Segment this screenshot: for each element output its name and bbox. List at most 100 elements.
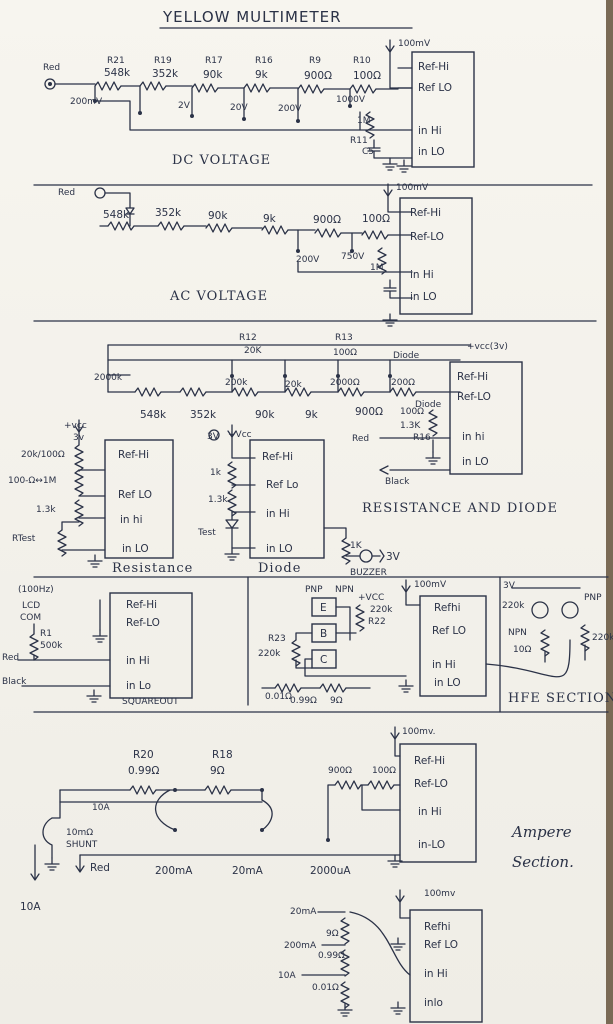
hfe-side-3v: 3V: [503, 581, 516, 591]
resistance-low-r: 1.3k: [36, 505, 56, 515]
dc-r21-name: R21: [107, 56, 125, 66]
dc-voltage-label: DC VOLTAGE: [172, 153, 271, 168]
square-adc-box: [109, 592, 193, 699]
dc-r16-name: R16: [255, 56, 273, 66]
res-ladder-352k: 352k: [190, 409, 217, 421]
hfe-r22-value: 220k: [370, 605, 393, 615]
dc-pin-ref-lo: Ref LO: [418, 82, 452, 94]
switch-r1: 9Ω: [326, 929, 339, 939]
square-freq: (100Hz): [18, 585, 54, 595]
hfe-side-pnp: PNP: [584, 593, 602, 603]
hfe-pin-ref-hi: Refhi: [434, 602, 461, 614]
diode-tap-top: Diode: [393, 351, 420, 361]
resistance-label: Resistance: [112, 561, 193, 576]
ac-r-100: 100Ω: [362, 213, 390, 225]
squareout-label: SQUAREOUT: [122, 697, 179, 707]
square-lcd: LCD: [22, 601, 40, 611]
hfe-shunt1: 0.01Ω: [265, 692, 292, 702]
hfe-b: B: [320, 628, 327, 640]
square-black: Black: [2, 677, 27, 687]
dc-r19-value: 352k: [152, 68, 179, 80]
res-adc-box: [449, 361, 523, 475]
hfe-section: PNP NPN +VCC E B C 220k R22 R23 220k 0.0…: [258, 576, 613, 713]
switch-vref: 100mv: [424, 889, 456, 899]
switch-pin-in-lo: inlo: [424, 997, 443, 1009]
diode-label: Diode: [258, 561, 301, 576]
diode-pin-in-hi: in Hi: [266, 508, 290, 520]
hfe-vcc: +VCC: [358, 593, 384, 603]
diode-3v: 3V: [207, 432, 220, 442]
resistance-pin-ref-hi: Ref-Hi: [118, 449, 149, 461]
resistance-mid-r: 100-Ω↔1M: [8, 476, 56, 486]
switch-200ma: 200mA: [284, 941, 317, 951]
r12-value: 20K: [244, 346, 262, 356]
res-ladder-100: 100Ω: [400, 407, 424, 417]
buzzer-symbol: [359, 549, 373, 563]
dc-filter-r: 1M: [357, 116, 371, 126]
dc-range-200mv: 200mV: [70, 97, 103, 107]
dc-r10-value: 100Ω: [353, 70, 381, 82]
dc-pin-in-hi: in Hi: [418, 125, 442, 137]
dc-r16-value: 9k: [255, 69, 269, 81]
res-ladder-9k: 9k: [305, 409, 319, 421]
amp-r20-value: 0.99Ω: [128, 765, 159, 777]
ac-red-label: Red: [58, 188, 75, 198]
buzzer-3v: 3V: [386, 551, 401, 563]
hfe-r23-value: 220k: [258, 649, 281, 659]
resistance-block: +vcc 3v 20k/100Ω 100-Ω↔1M 1.3k RTest Ref…: [8, 419, 193, 576]
res-red-label: Red: [352, 434, 369, 444]
switch-20ma: 20mA: [290, 907, 317, 917]
hfe-side-npn-transistor: [531, 601, 549, 619]
resistance-diode-section: R12 20K R13 100Ω Diode +vcc(3v) 2000k 20…: [94, 333, 557, 516]
amp-r18-name: R18: [212, 749, 233, 761]
res-pin-ref-lo: Ref-LO: [457, 391, 491, 403]
hfe-c: C: [320, 654, 327, 666]
amp-range-20ma: 20mA: [232, 865, 264, 877]
dc-pin-in-lo: in LO: [418, 146, 445, 158]
amp-shunt: SHUNT: [66, 840, 98, 850]
hfe-r23: R23: [268, 634, 286, 644]
dc-r17-value: 90k: [203, 69, 223, 81]
square-r1-value: 500k: [40, 641, 63, 651]
dc-range-200v: 200V: [278, 104, 302, 114]
amp-adc-box: [399, 743, 477, 863]
hfe-side-r3: 220k: [592, 633, 613, 643]
switch-10a: 10A: [278, 971, 296, 981]
res-tap-2000k: 2000k: [94, 373, 123, 383]
ac-pin-in-hi: in Hi: [410, 269, 434, 281]
ac-voltage-section: Red 548k 352k 90k 9k 900Ω 100Ω 200V 750V…: [58, 183, 473, 327]
amp-pin-ref-lo: Ref-LO: [414, 778, 448, 790]
resistance-pin-ref-lo: Ref LO: [118, 489, 152, 501]
resistance-pin-in-lo: in LO: [122, 543, 149, 555]
hfe-side-r1: 220k: [502, 601, 525, 611]
ac-voltage-label: AC VOLTAGE: [169, 289, 268, 304]
dc-pin-ref-hi: Ref-Hi: [418, 61, 449, 73]
ac-adc-box: [399, 197, 473, 315]
square-pin-ref-lo: Ref-LO: [126, 617, 160, 629]
res-tap-2000: 2000Ω: [330, 378, 360, 388]
hfe-pin-ref-lo: Ref LO: [432, 625, 466, 637]
diode-pin-in-lo: in LO: [266, 543, 293, 555]
r12-name: R12: [239, 333, 257, 343]
diode-test: Test: [197, 528, 216, 538]
diode-adc-box: [249, 439, 325, 559]
square-red: Red: [2, 653, 19, 663]
res-ladder-548k: 548k: [140, 409, 167, 421]
hfe-pnp: PNP: [305, 585, 323, 595]
dc-range-1000v: 1000V: [336, 95, 366, 105]
dc-r9-name: R9: [309, 56, 321, 66]
hfe-shunt2: 0.99Ω: [290, 696, 317, 706]
amp-range-200ma: 200mA: [155, 865, 193, 877]
ac-r-900: 900Ω: [313, 214, 341, 226]
resistance-pin-in-hi: in hi: [120, 514, 142, 526]
r16-value: 1.3K: [400, 421, 421, 431]
table-edge: [606, 0, 613, 1024]
res-tap-200k: 200k: [225, 378, 248, 388]
res-ladder-90k: 90k: [255, 409, 275, 421]
res-pin-in-hi: in hi: [462, 431, 484, 443]
ampere-section: 100mv. Ref-Hi Ref-LO in Hi in-LO 900Ω 10…: [20, 726, 574, 913]
hfe-pin-in-lo: in LO: [434, 677, 461, 689]
amp-pin-ref-hi: Ref-Hi: [414, 755, 445, 767]
